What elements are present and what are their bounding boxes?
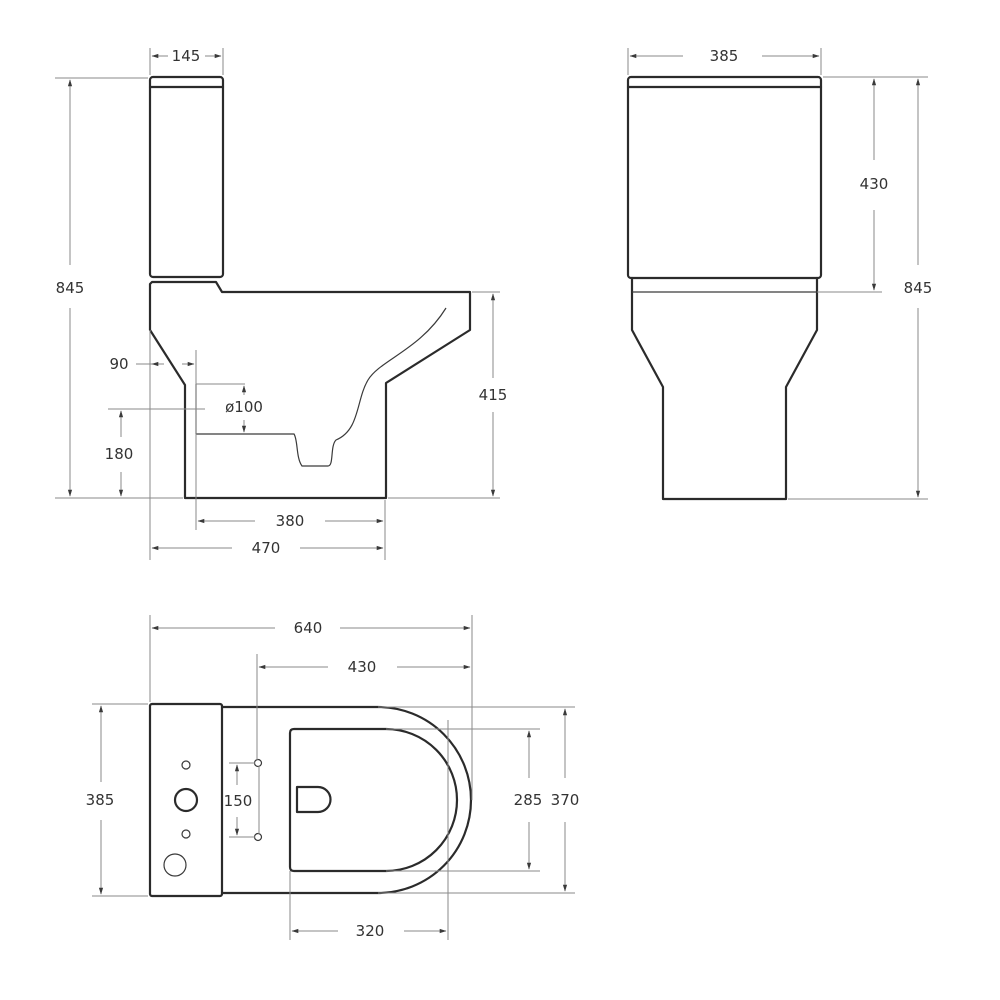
dim-base-length: 380	[197, 500, 386, 560]
svg-text:385: 385	[710, 47, 739, 65]
front-view: 385 430 845	[626, 47, 933, 501]
side-tank	[148, 75, 225, 279]
svg-text:845: 845	[904, 279, 933, 297]
water-inlet-hole	[163, 853, 187, 877]
flush-button-hole	[173, 787, 199, 813]
svg-text:415: 415	[479, 386, 508, 404]
dim-bowl-length: 430	[256, 654, 471, 760]
dim-bowl-height: 415	[388, 291, 508, 499]
fixing-hole-top	[253, 758, 263, 768]
dim-seat-outer-width: 370	[378, 706, 580, 894]
dim-top-width: 385	[86, 703, 148, 897]
svg-text:370: 370	[551, 791, 580, 809]
svg-text:ø100: ø100	[225, 398, 263, 416]
dim-outlet-height: 180	[105, 408, 205, 497]
svg-text:385: 385	[86, 791, 115, 809]
svg-text:90: 90	[109, 355, 128, 373]
top-tank	[148, 702, 224, 898]
dim-fixing-spacing: 150	[224, 762, 260, 838]
dim-front-total-height: 845	[788, 78, 933, 500]
svg-text:640: 640	[294, 619, 323, 637]
front-tank	[626, 75, 823, 280]
side-bowl-outline	[148, 280, 472, 500]
dim-tank-depth: 145	[149, 47, 224, 75]
svg-text:430: 430	[860, 175, 889, 193]
dim-front-width: 385	[627, 47, 822, 75]
top-bowl-outer	[220, 705, 473, 895]
dim-tank-height: 430	[817, 76, 928, 293]
svg-text:470: 470	[252, 539, 281, 557]
dim-opening-length: 320	[289, 720, 449, 940]
side-trapway	[196, 307, 447, 467]
top-seat-opening	[288, 727, 459, 873]
svg-text:150: 150	[224, 792, 253, 810]
dim-outlet-diameter: ø100	[225, 385, 263, 433]
dim-side-total-height: 845	[55, 77, 183, 499]
dim-outlet-offset: 90	[109, 330, 197, 560]
svg-text:285: 285	[514, 791, 543, 809]
svg-text:180: 180	[105, 445, 134, 463]
svg-text:380: 380	[276, 512, 305, 530]
dim-label: 145	[172, 47, 201, 65]
svg-text:845: 845	[56, 279, 85, 297]
svg-text:320: 320	[356, 922, 385, 940]
dim-seat-inner-width: 285	[386, 728, 543, 872]
dim-overall-depth: 470	[151, 539, 384, 557]
svg-text:430: 430	[348, 658, 377, 676]
fixing-hole-bottom	[253, 832, 263, 842]
tank-hole-small-bottom	[181, 829, 191, 839]
tank-hole-small-top	[181, 760, 191, 770]
front-bowl-outline	[630, 276, 819, 501]
side-view: 145 845 90 ø100	[55, 47, 507, 560]
top-flush-outlet	[295, 785, 332, 814]
top-view: 640 430 385 150	[86, 615, 580, 940]
